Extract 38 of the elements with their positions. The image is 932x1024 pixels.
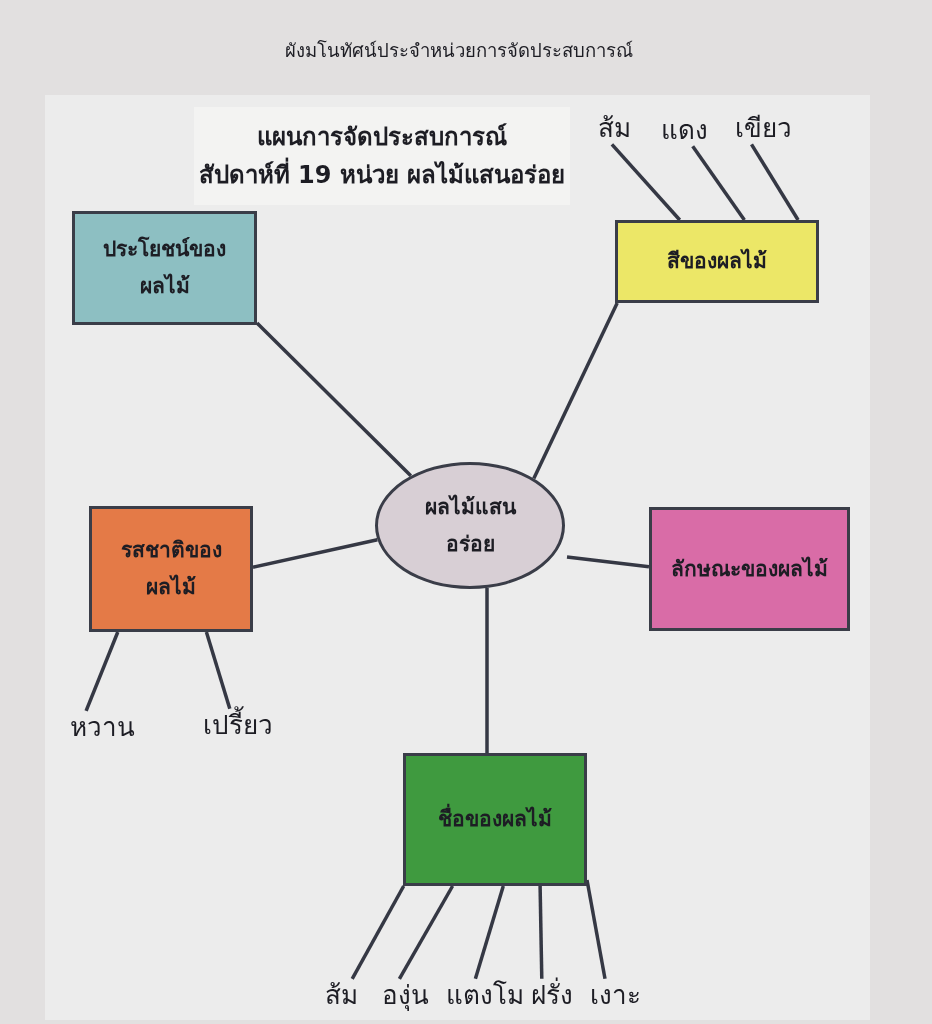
connector-line <box>538 885 544 979</box>
branch-word: ส้ม <box>324 978 358 1012</box>
branch-word: เงาะ <box>589 978 641 1012</box>
branch-word: องุ่น <box>381 978 429 1012</box>
connector-line <box>204 631 232 710</box>
connector-line <box>485 588 489 753</box>
branch-word: เปรี้ยว <box>203 708 273 742</box>
connector-line <box>255 321 413 478</box>
box-label: ผลไม้แสนอร่อย <box>424 493 516 558</box>
topic-box <box>403 753 587 886</box>
connector-line <box>397 885 455 980</box>
branch-word: แตงโม <box>446 978 524 1012</box>
box-label: ชื่อของผลไม้ <box>438 801 552 838</box>
branch-word: ฝรั่ง <box>531 978 573 1012</box>
branch-word: เขียว <box>734 111 792 145</box>
box-label: รสชาติของผลไม้ <box>119 537 223 601</box>
strip-subheading: สัปดาห์ที่ 19 หน่วย ผลไม้แสนอร่อย <box>198 156 566 195</box>
connector-line <box>610 143 682 222</box>
connector-line <box>84 631 120 712</box>
connector-line <box>532 302 619 480</box>
connector-line <box>585 879 607 980</box>
topic-box <box>72 211 257 325</box>
page-title: ผังมโนทัศน์ประจำหน่วยการจัดประสบการณ์ <box>285 38 633 63</box>
connector-line <box>252 538 378 569</box>
box-label: ประโยชน์ของผลไม้ <box>102 235 227 300</box>
connector-line <box>750 143 800 221</box>
branch-word: แดง <box>660 113 708 147</box>
branch-word: หวาน <box>69 710 135 744</box>
strip-heading: แผนการจัดประสบการณ์ <box>257 121 507 153</box>
connector-line <box>350 885 406 980</box>
connector-line <box>473 885 505 980</box>
topic-box <box>89 506 253 632</box>
topic-box <box>649 507 850 631</box>
branch-word: ส้ม <box>597 111 631 145</box>
box-label: ลักษณะของผลไม้ <box>671 555 828 583</box>
topic-box <box>615 220 819 303</box>
connector-line <box>691 145 746 221</box>
box-label: สีของผลไม้ <box>667 247 767 276</box>
